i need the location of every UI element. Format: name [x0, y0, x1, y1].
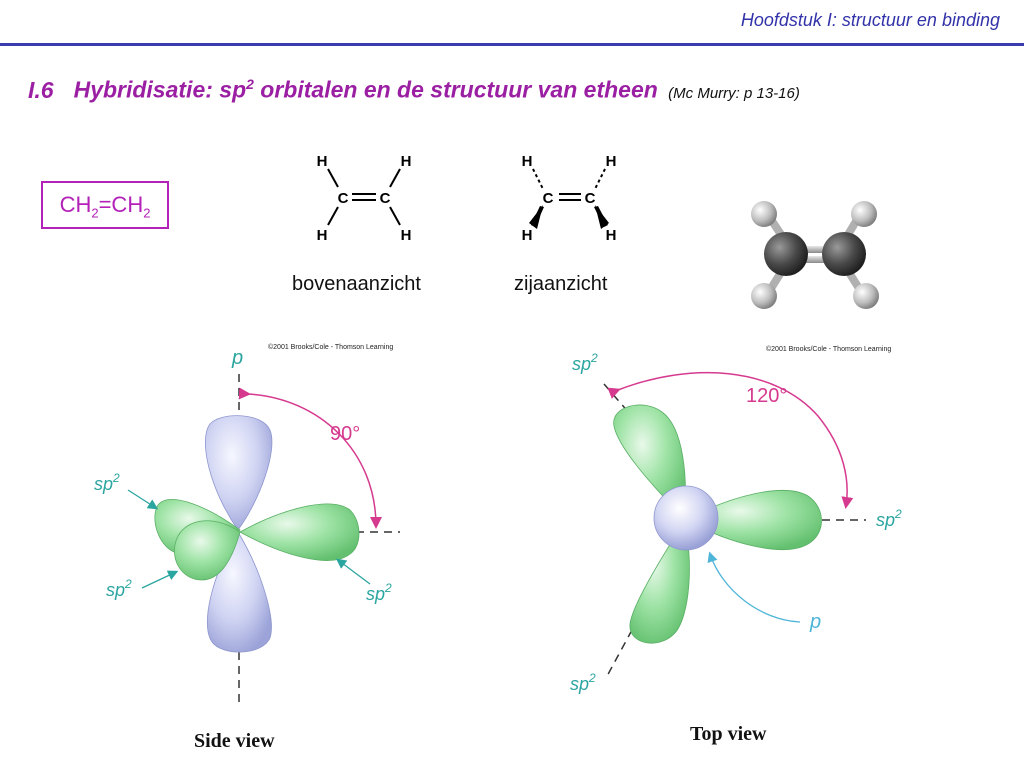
p-label: p — [231, 347, 243, 369]
title-text-end: orbitalen en de structuur van etheen — [253, 76, 658, 103]
sp2-orbital-lobe-right — [239, 503, 360, 561]
atom-label: H — [317, 153, 328, 170]
hydrogen-atom — [851, 201, 877, 227]
formula-part: =CH — [98, 192, 144, 217]
sp2-label-lower-right: sp2 — [366, 581, 392, 604]
top-view-label: Top view — [690, 723, 767, 745]
angle-label-90: 90° — [330, 423, 360, 445]
hydrogen-atom — [751, 201, 777, 227]
sp2-orbital-lobe-front — [174, 520, 241, 581]
top-view-credit: ©2001 Brooks/Cole - Thomson Learning — [766, 346, 892, 353]
hashed-bond — [594, 168, 606, 190]
ethene-side-view-structure: H H C C H H — [522, 153, 617, 244]
angle-arc-120 — [607, 371, 854, 509]
title-text-start: Hybridisatie: sp — [73, 76, 247, 103]
section-number: I.6 — [28, 76, 54, 103]
sp2-side-view-diagram: 90° p sp2 sp2 sp2 — [94, 347, 400, 705]
formula-subscript: 2 — [143, 205, 151, 221]
p-pointer-arrow — [707, 551, 801, 623]
formula-box: CH2=CH2 — [41, 181, 169, 229]
p-orbital-lobe-top — [204, 415, 273, 531]
angle-label-120: 120° — [746, 385, 787, 407]
bond-line — [327, 206, 339, 226]
sp2-axis-lower-left — [605, 629, 633, 679]
side-view-caption: zijaanzicht — [514, 273, 608, 295]
atom-label: H — [401, 153, 412, 170]
ball-and-stick-model — [751, 201, 879, 309]
hashed-bond — [532, 168, 544, 190]
hydrogen-atom — [751, 283, 777, 309]
sp2-label-lower-left: sp2 — [106, 577, 132, 600]
p-label: p — [809, 611, 821, 633]
carbon-atom — [764, 232, 808, 276]
double-bond-stick — [798, 256, 834, 263]
sp2-label-lower-left: sp2 — [570, 671, 596, 694]
side-view-label: Side view — [194, 730, 275, 752]
sp2-label-upper-left: sp2 — [94, 471, 120, 494]
atom-label: H — [401, 227, 412, 244]
bond-line — [327, 168, 339, 188]
top-view-caption: bovenaanzicht — [292, 273, 421, 295]
wedge-bond-fill — [595, 205, 609, 229]
sp2-orbital-lobe-lower-left — [629, 521, 690, 644]
bond-line — [389, 206, 401, 226]
ethene-top-view-structure: H H C C H H — [317, 153, 412, 244]
atom-label: C — [338, 190, 349, 207]
atom-label: C — [543, 190, 554, 207]
atom-label: H — [522, 153, 533, 170]
chapter-header: Hoofdstuk I: structuur en binding — [740, 10, 1000, 30]
angle-arc-90 — [238, 387, 382, 529]
reference: (Mc Murry: p 13-16) — [668, 84, 800, 102]
sp2-label-upper-left: sp2 — [572, 351, 598, 374]
slide-title: I.6 Hybridisatie: sp2 orbitalen en de str… — [28, 76, 800, 104]
p-orbital-sphere — [653, 485, 719, 551]
atom-label: C — [585, 190, 596, 207]
carbon-atom — [822, 232, 866, 276]
title-superscript: 2 — [246, 76, 254, 92]
atom-label: H — [606, 227, 617, 244]
atom-label: H — [522, 227, 533, 244]
formula-part: CH — [59, 192, 92, 217]
sp2-top-view-diagram: 120° sp2 sp2 sp2 p — [570, 351, 902, 694]
side-view-credit: ©2001 Brooks/Cole - Thomson Learning — [268, 344, 394, 351]
atom-label: C — [380, 190, 391, 207]
pointer-arrow — [127, 489, 159, 510]
wedge-bond-fill — [529, 205, 543, 229]
pointer-arrow — [141, 570, 179, 589]
formula-subscript: 2 — [91, 205, 99, 221]
atom-label: H — [606, 153, 617, 170]
hydrogen-atom — [853, 283, 879, 309]
header-divider — [0, 43, 1024, 46]
sp2-label-right: sp2 — [876, 507, 902, 530]
double-bond-stick — [798, 246, 834, 253]
bond-line — [389, 168, 401, 188]
pointer-arrow — [335, 558, 371, 585]
atom-label: H — [317, 227, 328, 244]
